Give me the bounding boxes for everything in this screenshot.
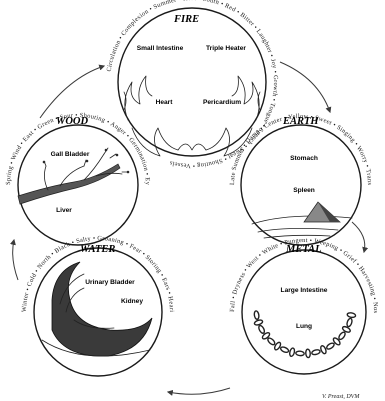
metal-title: METAL <box>285 244 322 255</box>
organ-pericardium: Pericardium <box>203 99 241 106</box>
arrow-fire-to-earth <box>279 61 332 114</box>
chain-link <box>338 331 346 341</box>
fire-ring <box>117 7 267 157</box>
artist-credit: V. Preast, DVM <box>322 394 360 400</box>
wood-title: WOOD <box>56 116 89 127</box>
chain-link <box>325 342 335 350</box>
organ-spleen: Spleen <box>293 187 315 194</box>
chain-link <box>267 337 276 346</box>
earth-ring <box>240 124 362 246</box>
organ-triple-heater: Triple Heater <box>206 45 246 52</box>
arrow-water-to-wood <box>10 238 19 281</box>
chain-link <box>295 350 305 357</box>
organ-large-intestine: Large Intestine <box>281 287 328 294</box>
organ-liver: Liver <box>56 207 72 214</box>
metal-ring <box>241 249 367 375</box>
chain-link <box>320 345 327 355</box>
chain-link <box>346 317 353 328</box>
organ-gall-bladder: Gall Bladder <box>51 151 90 158</box>
chain-link <box>341 325 351 333</box>
organ-small-intestine: Small Intestine <box>137 45 184 52</box>
chain-link <box>253 310 260 320</box>
organ-lung: Lung <box>296 323 312 330</box>
earth-title: EARTH <box>282 116 319 127</box>
organ-kidney: Kidney <box>121 298 143 305</box>
organ-stomach: Stomach <box>290 155 318 162</box>
chain-link <box>305 348 311 359</box>
pyramid-icon <box>251 201 353 239</box>
chain-link <box>258 324 266 334</box>
cycle-arrows <box>10 61 369 396</box>
chain-link <box>289 347 296 358</box>
chain-link <box>253 319 264 326</box>
chain-icon <box>253 310 357 359</box>
water-title: WATER <box>80 244 115 255</box>
water-ring <box>33 247 163 377</box>
chain-link <box>261 332 271 340</box>
fire-title: FIRE <box>173 14 199 25</box>
chain-link <box>332 337 341 346</box>
chain-link <box>346 312 357 319</box>
organ-heart: Heart <box>156 99 174 106</box>
chain-link <box>273 341 282 351</box>
flames-icon <box>123 75 261 157</box>
tree-branch-icon <box>17 147 130 205</box>
arrow-metal-to-water <box>166 387 231 396</box>
arrow-wood-to-fire <box>39 64 106 119</box>
wood-element: Spring • Wind • East • Green • Sour • Sh… <box>0 0 151 246</box>
organ-urinary-bladder: Urinary Bladder <box>85 279 135 286</box>
wave-icon <box>41 261 153 357</box>
chain-link <box>279 346 290 354</box>
chain-link <box>311 349 321 356</box>
water-element: Winter • Cold • North • Black • Salty • … <box>0 0 175 377</box>
wood-ring <box>17 124 139 246</box>
arrow-earth-to-metal <box>351 221 369 254</box>
